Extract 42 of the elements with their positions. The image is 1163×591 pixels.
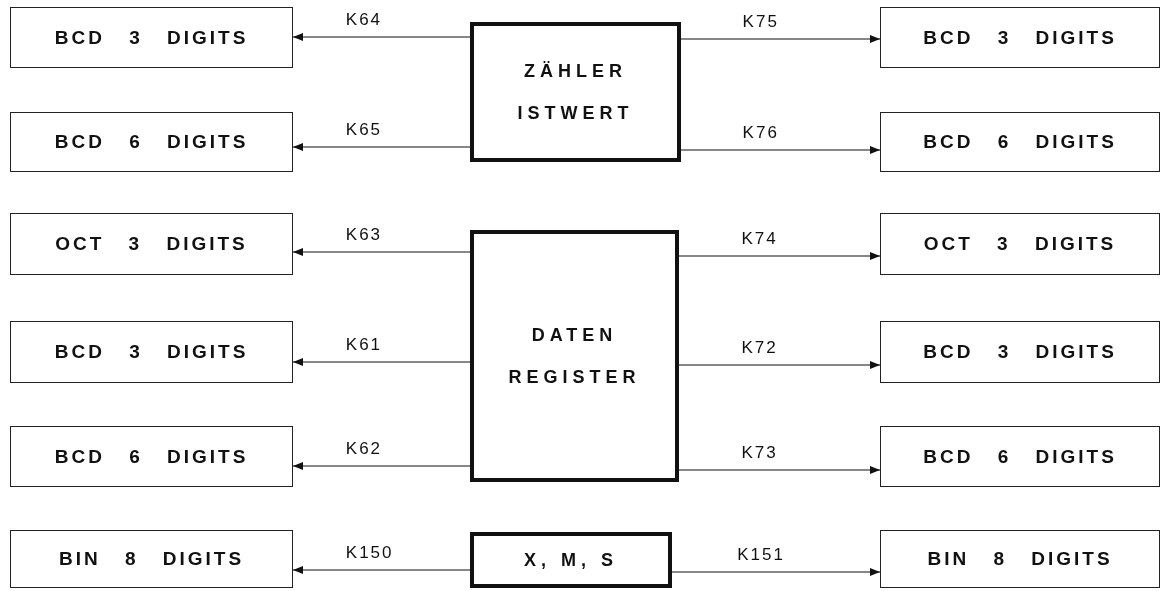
box-label: BCD 6 DIGITS xyxy=(923,131,1117,153)
arrow xyxy=(678,466,881,474)
arrow xyxy=(292,33,471,41)
box-label: ZÄHLER ISTWERT xyxy=(516,60,635,125)
box-label: OCT 3 DIGITS xyxy=(55,233,248,255)
register-box xyxy=(470,230,679,482)
output-format-box xyxy=(10,112,293,172)
output-format-box xyxy=(880,7,1160,68)
box-label: OCT 3 DIGITS xyxy=(923,233,1117,255)
box-label: BCD 3 DIGITS xyxy=(923,26,1117,49)
arrow xyxy=(680,35,881,43)
arrow xyxy=(292,462,471,470)
box-label: BCD 6 DIGITS xyxy=(54,445,249,468)
arrow xyxy=(292,143,471,151)
box-label: BIN 8 DIGITS xyxy=(927,548,1113,570)
arrow xyxy=(292,248,471,256)
output-format-box xyxy=(10,213,293,275)
register-box xyxy=(470,22,681,162)
box-label: BCD 3 DIGITS xyxy=(54,341,249,363)
box-label: X, M, S xyxy=(524,549,618,572)
arrow xyxy=(678,361,881,369)
output-format-box xyxy=(10,426,293,487)
box-label: DATEN REGISTER xyxy=(507,324,642,389)
output-format-box xyxy=(880,426,1160,487)
arrow xyxy=(680,146,881,154)
register-box xyxy=(470,532,672,588)
output-format-box xyxy=(880,112,1160,172)
arrow xyxy=(671,568,881,576)
box-label: BIN 8 DIGITS xyxy=(58,548,245,570)
box-label: BCD 6 DIGITS xyxy=(54,131,249,153)
arrow xyxy=(292,566,471,574)
output-format-box xyxy=(880,213,1160,275)
output-format-box xyxy=(880,530,1160,588)
box-label: BCD 3 DIGITS xyxy=(923,341,1117,363)
arrow xyxy=(678,252,881,260)
output-format-box xyxy=(10,530,293,588)
box-label: BCD 3 DIGITS xyxy=(54,26,249,49)
arrow xyxy=(292,358,471,366)
output-format-box xyxy=(10,7,293,68)
box-label: BCD 6 DIGITS xyxy=(923,445,1117,468)
output-format-box xyxy=(10,321,293,383)
output-format-box xyxy=(880,321,1160,383)
